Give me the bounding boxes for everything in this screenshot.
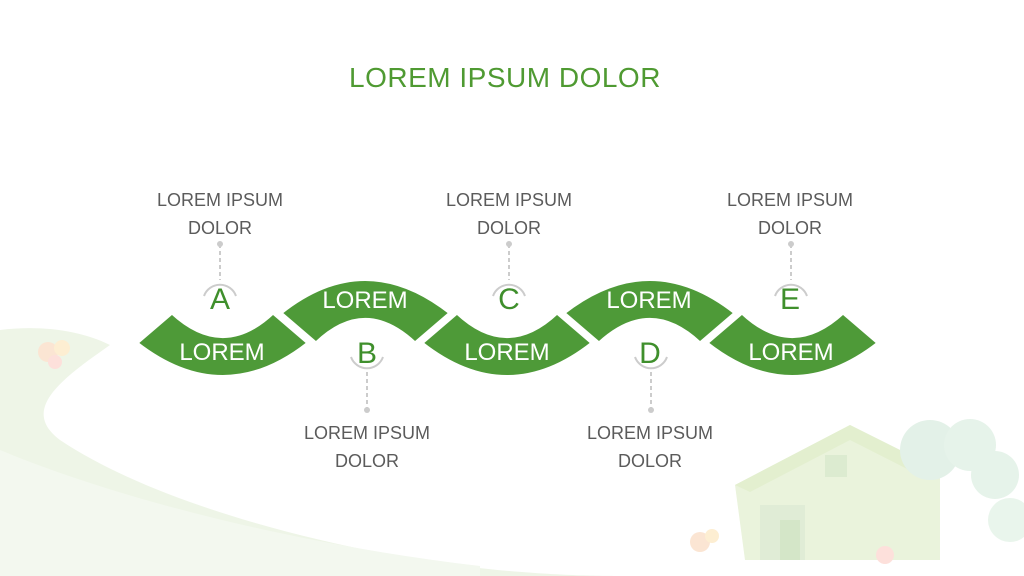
step-d-caption-line1: LOREM IPSUM bbox=[586, 423, 714, 443]
step-b-caption: LOREM IPSUM DOLOR bbox=[277, 419, 457, 475]
step-e-letter: E bbox=[779, 283, 800, 316]
connector-arc-e bbox=[774, 283, 808, 297]
background-tree bbox=[900, 419, 1024, 542]
step-a-letter: A bbox=[209, 283, 230, 316]
segment-e-label: LOREM bbox=[748, 339, 834, 366]
step-b-letter: B bbox=[356, 337, 377, 370]
step-a-caption-line2: DOLOR bbox=[187, 218, 252, 238]
wave-segment-e bbox=[705, 311, 880, 378]
background-house bbox=[735, 425, 940, 560]
background-flowers-left bbox=[38, 340, 70, 369]
wave-segment-d bbox=[562, 278, 737, 345]
segment-c-label: LOREM bbox=[464, 339, 550, 366]
step-d-letter: D bbox=[639, 337, 661, 370]
step-e-caption-line2: DOLOR bbox=[757, 218, 822, 238]
connector-arc-b bbox=[350, 356, 384, 370]
segment-a-label: LOREM bbox=[179, 339, 265, 366]
page-title: LOREM IPSUM DOLOR bbox=[349, 62, 661, 93]
step-e-caption: LOREM IPSUM DOLOR bbox=[700, 186, 880, 242]
connector-dot-e bbox=[788, 241, 794, 247]
wave-segment-c bbox=[420, 311, 594, 378]
step-b-caption-line2: DOLOR bbox=[334, 451, 399, 471]
step-d-caption: LOREM IPSUM DOLOR bbox=[560, 419, 740, 475]
step-c-letter: C bbox=[498, 283, 520, 316]
step-c-caption-line2: DOLOR bbox=[476, 218, 541, 238]
connector-dot-a bbox=[217, 241, 223, 247]
background-flowers-right bbox=[690, 529, 894, 564]
step-e-caption-line1: LOREM IPSUM bbox=[726, 190, 854, 210]
step-d-caption-line2: DOLOR bbox=[617, 451, 682, 471]
step-b-caption-line1: LOREM IPSUM bbox=[303, 423, 431, 443]
segment-d-label: LOREM bbox=[606, 287, 692, 314]
background-road bbox=[0, 450, 480, 576]
step-a-caption-line1: LOREM IPSUM bbox=[156, 190, 284, 210]
connector-arc-c bbox=[492, 283, 526, 297]
connector-dot-d bbox=[648, 407, 654, 413]
step-c-caption-line1: LOREM IPSUM bbox=[445, 190, 573, 210]
step-c-caption: LOREM IPSUM DOLOR bbox=[419, 186, 599, 242]
step-a-caption: LOREM IPSUM DOLOR bbox=[130, 186, 310, 242]
wave-segment-b bbox=[279, 278, 452, 345]
connector-dot-b bbox=[364, 407, 370, 413]
wave-segment-a bbox=[135, 311, 310, 378]
segment-b-label: LOREM bbox=[322, 287, 408, 314]
connector-dot-c bbox=[506, 241, 512, 247]
connector-arc-a bbox=[203, 283, 237, 297]
connector-arc-d bbox=[634, 356, 668, 370]
